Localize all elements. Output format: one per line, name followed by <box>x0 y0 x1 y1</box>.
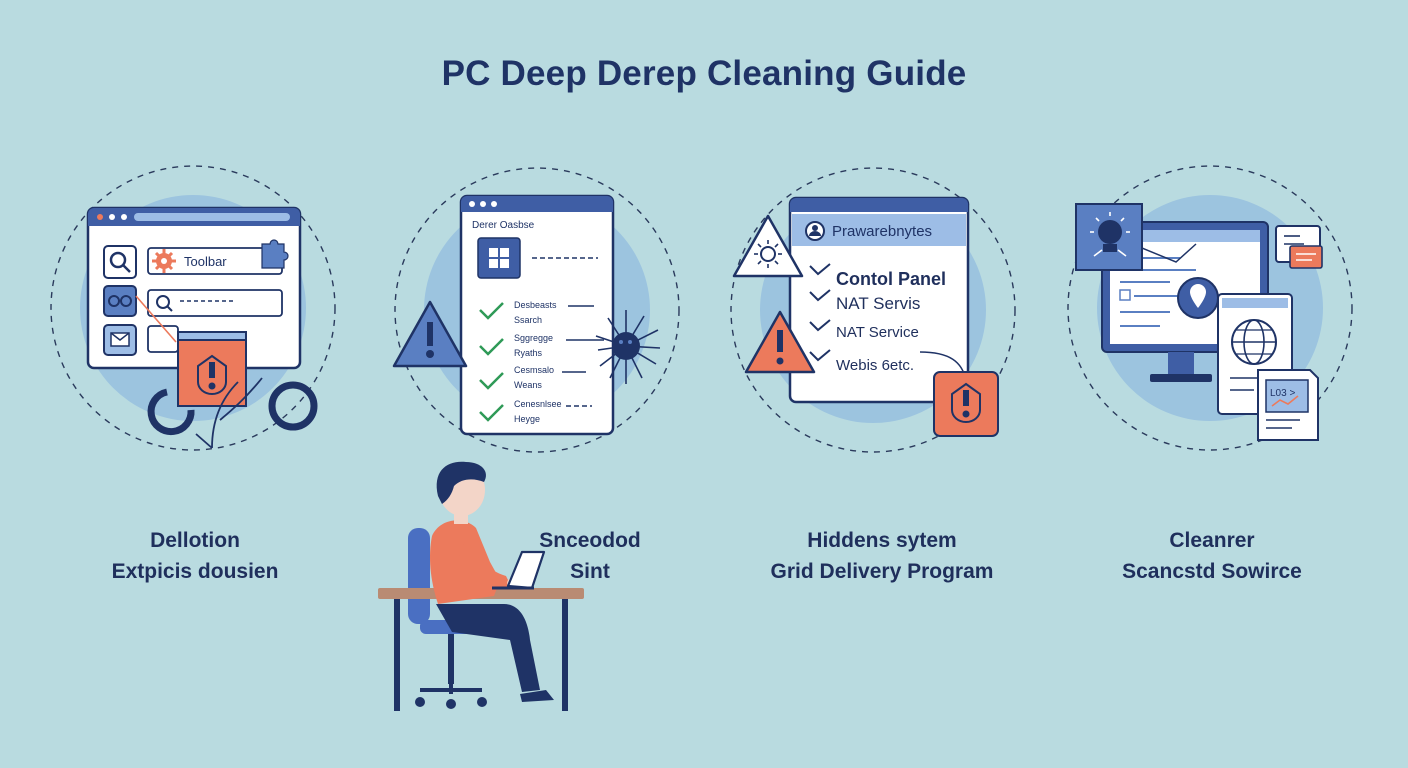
checkmark-icon <box>479 302 504 320</box>
checklist-item[interactable]: Desbeasts Ssarch <box>479 300 594 325</box>
mail-icon[interactable] <box>103 324 137 356</box>
caption-line-2: Sint <box>570 560 610 583</box>
person-hair <box>436 461 486 504</box>
person-arm <box>458 538 512 589</box>
panel-1-illustration: Toolbar <box>50 165 336 451</box>
list-item-label: Contol Panel <box>836 269 946 289</box>
toolbar-label: Toolbar <box>184 254 227 269</box>
checklist-item-label: Desbeasts <box>514 300 557 310</box>
checklist-item[interactable]: Cesmsalo Weans <box>479 365 586 390</box>
checkmark-icon <box>479 404 504 422</box>
report-badge: L03 > <box>1270 388 1295 399</box>
panel-4-illustration: L03 > <box>1067 165 1353 451</box>
caption-line-2: Extpicis dousien <box>111 560 279 583</box>
list-item[interactable]: Contol Panel <box>809 263 946 289</box>
list-item[interactable]: Webis 6etc. <box>809 349 914 374</box>
puzzle-icon <box>261 239 289 269</box>
checklist-item-label: Cenesnlsee <box>514 399 562 409</box>
chevron-check-icon <box>809 263 831 276</box>
alert-tile-icon <box>933 371 999 437</box>
panel-1-dashed-ring <box>50 165 336 451</box>
panel-2-illustration: Derer Oasbse Desbeasts Ssarch Sggregge R… <box>392 167 680 453</box>
panel-4-dashed-ring <box>1067 165 1353 451</box>
caption-line-1: Dellotion <box>150 529 240 552</box>
checklist-item-sublabel: Ryaths <box>514 348 543 358</box>
pointer-line <box>1141 243 1197 263</box>
checklist-item-sublabel: Ssarch <box>514 315 542 325</box>
chevron-check-icon <box>809 349 831 362</box>
warning-triangle-icon <box>744 310 816 374</box>
person-legs <box>436 604 540 692</box>
warning-sign <box>177 331 247 407</box>
report-document-icon: L03 > <box>1257 369 1319 441</box>
chat-note-icon <box>1275 225 1323 269</box>
laptop-icon <box>492 550 546 590</box>
connector-line <box>135 295 177 343</box>
caption-line-2: Grid Delivery Program <box>770 560 994 583</box>
chevron-check-icon <box>809 319 831 332</box>
location-pin-icon <box>1177 277 1219 319</box>
sprout-decoration <box>195 377 263 449</box>
checkmark-icon <box>479 338 504 356</box>
lightbulb-tile-icon <box>1075 203 1143 271</box>
panel-3-caption: Hiddens sytem Grid Delivery Program <box>732 525 1032 587</box>
panel-1-caption: Dellotion Extpicis dousien <box>45 525 345 587</box>
panel-3-illustration: Prawarebnytes Contol Panel NAT Servis NA… <box>730 167 1016 453</box>
list-window-header: Prawarebnytes <box>832 223 932 240</box>
windows-logo-icon <box>477 237 521 279</box>
link-icon[interactable] <box>103 285 137 317</box>
checklist-item-label: Sggregge <box>514 333 553 343</box>
warning-triangle-icon <box>392 300 468 368</box>
panel-2-dashed-ring <box>394 167 680 453</box>
window-heading: Derer Oasbse <box>472 220 535 231</box>
bug-icon <box>595 310 661 384</box>
checklist-item-sublabel: Heyge <box>514 414 540 424</box>
search-field[interactable] <box>147 289 283 317</box>
list-item[interactable]: NAT Service <box>809 319 919 341</box>
ring-decoration <box>147 388 195 436</box>
chair-back <box>408 528 430 624</box>
checklist-item-label: Cesmsalo <box>514 365 554 375</box>
panel-2-caption: Snceodod Sint <box>440 525 740 587</box>
sun-warning-icon <box>732 214 804 278</box>
caption-line-1: Snceodod <box>539 529 641 552</box>
list-item-label: NAT Servis <box>836 294 920 313</box>
chevron-check-icon <box>809 289 831 302</box>
list-item-label: NAT Service <box>836 324 919 341</box>
search-icon[interactable] <box>103 245 137 279</box>
ring-decoration <box>268 381 318 431</box>
list-window <box>788 196 970 404</box>
panel-3-dashed-ring <box>730 167 1016 453</box>
checkmark-icon <box>479 372 504 390</box>
caption-line-1: Hiddens sytem <box>807 529 957 552</box>
checklist-item[interactable]: Cenesnlsee Heyge <box>479 399 592 424</box>
checklist-item[interactable]: Sggregge Ryaths <box>479 333 604 358</box>
caption-line-2: Scancstd Sowirce <box>1122 560 1302 583</box>
checklist-item-sublabel: Weans <box>514 380 542 390</box>
user-icon <box>805 221 825 241</box>
list-item-label: Webis 6etc. <box>836 357 914 374</box>
gear-icon <box>152 249 176 273</box>
person-at-desk-illustration <box>378 461 584 711</box>
page-title: PC Deep Derep Cleaning Guide <box>441 54 967 93</box>
list-item[interactable]: NAT Servis <box>809 289 920 313</box>
panel-4-caption: Cleanrer Scancstd Sowirce <box>1062 525 1362 587</box>
caption-line-1: Cleanrer <box>1169 529 1255 552</box>
